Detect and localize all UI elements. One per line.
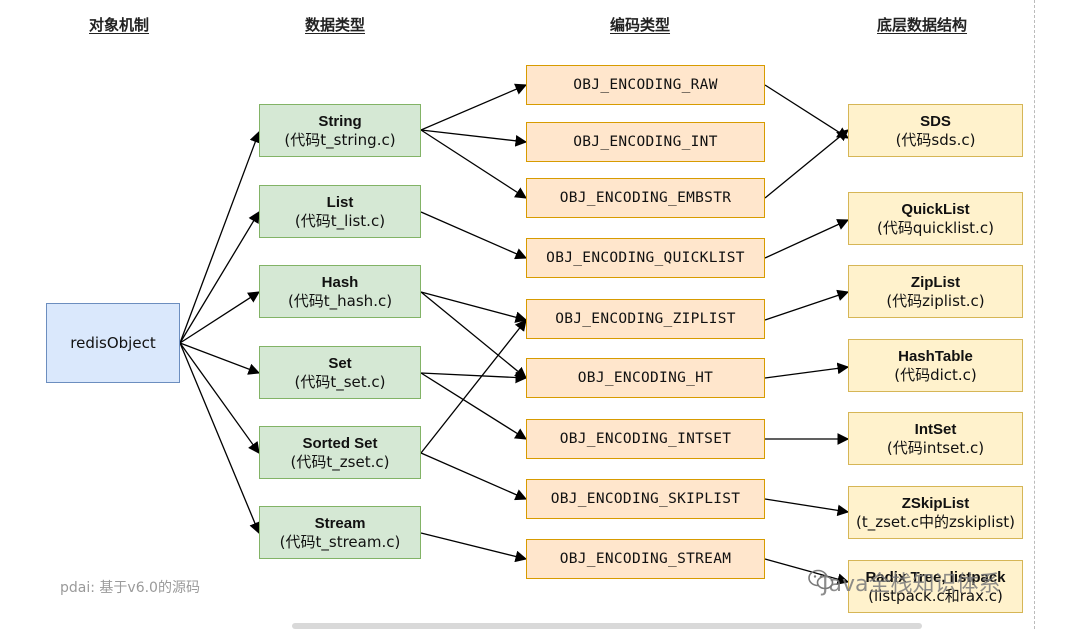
type-file: (代码t_stream.c) xyxy=(279,532,401,551)
encoding-node-int: OBJ_ENCODING_INT xyxy=(526,122,765,162)
type-node-sorted-set: Sorted Set (代码t_zset.c) xyxy=(259,426,421,479)
encoding-label: OBJ_ENCODING_RAW xyxy=(573,77,718,93)
type-file: (代码t_list.c) xyxy=(294,211,386,230)
structure-name: QuickList xyxy=(901,200,970,218)
encoding-node-embstr: OBJ_ENCODING_EMBSTR xyxy=(526,178,765,218)
type-name: Set xyxy=(328,354,352,372)
divider-dashed-line xyxy=(1034,0,1035,629)
type-name: Hash xyxy=(321,273,359,291)
structure-file: (代码quicklist.c) xyxy=(877,218,994,237)
encoding-label: OBJ_ENCODING_QUICKLIST xyxy=(546,250,745,266)
structure-file: (代码ziplist.c) xyxy=(886,291,985,310)
structure-name: Radix Tree, listpack xyxy=(865,568,1006,586)
structure-name: IntSet xyxy=(914,420,957,438)
encoding-label: OBJ_ENCODING_SKIPLIST xyxy=(550,491,741,507)
encoding-node-raw: OBJ_ENCODING_RAW xyxy=(526,65,765,105)
structure-name: ZSkipList xyxy=(901,494,970,512)
type-file: (代码t_zset.c) xyxy=(290,452,390,471)
header-object: 对象机制 xyxy=(89,16,150,34)
encoding-node-stream: OBJ_ENCODING_STREAM xyxy=(526,539,765,579)
structure-file: (t_zset.c中的zskiplist) xyxy=(856,512,1015,531)
encoding-label: OBJ_ENCODING_EMBSTR xyxy=(559,190,732,206)
type-node-list: List (代码t_list.c) xyxy=(259,185,421,238)
encoding-label: OBJ_ENCODING_HT xyxy=(577,370,714,386)
source-credit: pdai: 基于v6.0的源码 xyxy=(60,580,200,596)
structure-node-zskiplist: ZSkipList (t_zset.c中的zskiplist) xyxy=(848,486,1023,539)
structure-node-sds: SDS (代码sds.c) xyxy=(848,104,1023,157)
type-file: (代码t_hash.c) xyxy=(287,291,393,310)
type-node-set: Set (代码t_set.c) xyxy=(259,346,421,399)
type-file: (代码t_string.c) xyxy=(284,130,396,149)
watermark-text: Java全栈知识体系 xyxy=(822,572,1001,597)
type-name: Stream xyxy=(314,514,366,532)
type-name: String xyxy=(318,112,362,130)
structure-node-radix-tree: Radix Tree, listpack (listpack.c和rax.c) xyxy=(848,560,1023,613)
redis-object-label: redisObject xyxy=(70,333,156,352)
encoding-node-ziplist: OBJ_ENCODING_ZIPLIST xyxy=(526,299,765,339)
structure-file: (代码sds.c) xyxy=(895,130,976,149)
structure-name: ZipList xyxy=(910,273,961,291)
type-node-stream: Stream (代码t_stream.c) xyxy=(259,506,421,559)
structure-file: (listpack.c和rax.c) xyxy=(868,586,1003,605)
encoding-node-ht: OBJ_ENCODING_HT xyxy=(526,358,765,398)
structure-node-ziplist: ZipList (代码ziplist.c) xyxy=(848,265,1023,318)
structure-file: (代码dict.c) xyxy=(894,365,977,384)
horizontal-scrollbar[interactable] xyxy=(292,623,922,629)
structure-node-quicklist: QuickList (代码quicklist.c) xyxy=(848,192,1023,245)
structure-name: HashTable xyxy=(898,347,973,365)
wechat-icon xyxy=(808,569,834,590)
type-node-string: String (代码t_string.c) xyxy=(259,104,421,157)
type-name: Sorted Set xyxy=(302,434,378,452)
structure-node-intset: IntSet (代码intset.c) xyxy=(848,412,1023,465)
structure-node-hashtable: HashTable (代码dict.c) xyxy=(848,339,1023,392)
header-encoding-type: 编码类型 xyxy=(610,16,671,34)
encoding-label: OBJ_ENCODING_INT xyxy=(573,134,718,150)
encoding-node-skiplist: OBJ_ENCODING_SKIPLIST xyxy=(526,479,765,519)
encoding-label: OBJ_ENCODING_ZIPLIST xyxy=(555,311,736,327)
structure-name: SDS xyxy=(920,112,951,130)
redis-object-node: redisObject xyxy=(46,303,180,383)
header-data-type: 数据类型 xyxy=(305,16,366,34)
type-name: List xyxy=(326,193,354,211)
structure-file: (代码intset.c) xyxy=(886,438,985,457)
type-node-hash: Hash (代码t_hash.c) xyxy=(259,265,421,318)
encoding-label: OBJ_ENCODING_INTSET xyxy=(559,431,732,447)
encoding-node-intset: OBJ_ENCODING_INTSET xyxy=(526,419,765,459)
encoding-node-quicklist: OBJ_ENCODING_QUICKLIST xyxy=(526,238,765,278)
encoding-label: OBJ_ENCODING_STREAM xyxy=(559,551,732,567)
type-file: (代码t_set.c) xyxy=(294,372,386,391)
header-underlying-structure: 底层数据结构 xyxy=(877,16,968,34)
